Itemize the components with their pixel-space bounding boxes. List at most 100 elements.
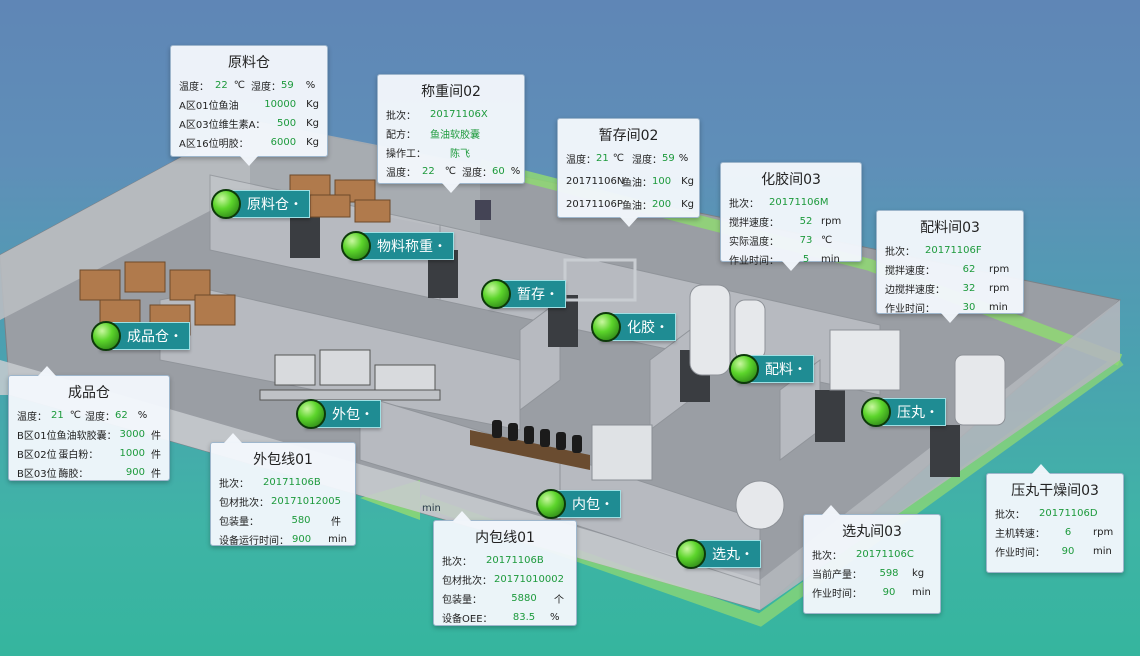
card-title: 暂存间02 bbox=[598, 128, 659, 144]
status-ball-icon bbox=[861, 397, 891, 427]
temp-value: 22 bbox=[215, 80, 228, 91]
card-title: 配料间03 bbox=[920, 220, 980, 236]
metric-value: 62 bbox=[962, 264, 976, 275]
room-tag-label: 内包 bbox=[572, 497, 600, 513]
metric-unit: min bbox=[912, 587, 931, 598]
metric-value: 20171010002 bbox=[494, 574, 564, 585]
item-qty: 100 bbox=[652, 176, 672, 187]
card-outer-packing-line: 外包线01 批次：20171106B 包材批次：20171012005 包装量：… bbox=[210, 433, 356, 547]
metric-label: 包装量： bbox=[442, 595, 482, 606]
metric-unit: rpm bbox=[821, 216, 842, 227]
slot-position: B区03位 bbox=[17, 469, 57, 480]
metric-value: 90 bbox=[882, 587, 896, 598]
metric-value: 900 bbox=[292, 534, 312, 545]
slot-unit: 件 bbox=[151, 431, 161, 442]
metric-value: 20171106B bbox=[486, 555, 544, 566]
slot-unit: Kg bbox=[306, 118, 319, 129]
slot-position: B区01位 bbox=[17, 431, 57, 442]
card-pointer bbox=[822, 505, 841, 515]
slot-unit: 件 bbox=[150, 469, 161, 480]
metric-label: 作业时间： bbox=[812, 589, 862, 600]
metric-label: 搅拌速度： bbox=[729, 218, 779, 229]
room-tag-inner[interactable]: 内包• bbox=[536, 489, 621, 519]
metric-value: 52 bbox=[799, 216, 813, 227]
humidity-unit: % bbox=[678, 153, 689, 164]
metric-value: 580 bbox=[291, 515, 311, 526]
room-tag-weigh[interactable]: 物料称重• bbox=[341, 231, 454, 261]
room-tag-label: 成品仓 bbox=[127, 329, 169, 345]
room-tag-label: 物料称重 bbox=[377, 239, 433, 255]
metric-label: 设备OEE： bbox=[442, 614, 493, 625]
slot-unit: 件 bbox=[150, 450, 161, 461]
card-inner-packing-line: 内包线01 批次：20171106B 包材批次：20171010002 包装量：… bbox=[433, 511, 577, 626]
slot-item: 蛋白粉： bbox=[58, 450, 99, 461]
slot-item: 明胶： bbox=[218, 139, 249, 150]
room-tag-outer[interactable]: 外包• bbox=[296, 399, 381, 429]
room-tag-raw[interactable]: 原料仓• bbox=[211, 189, 310, 219]
metric-value: 20171106C bbox=[856, 549, 914, 560]
recipe-label: 配方： bbox=[386, 130, 416, 141]
batch-label: 批次： bbox=[729, 199, 759, 210]
room-tag-label: 暂存 bbox=[517, 287, 545, 303]
temp-label: 温度： bbox=[179, 82, 209, 93]
metric-unit: min bbox=[989, 302, 1008, 313]
metric-value: 90 bbox=[1061, 546, 1075, 557]
status-ball-icon bbox=[536, 489, 566, 519]
status-ball-icon bbox=[591, 312, 621, 342]
metric-value: 83.5 bbox=[512, 612, 536, 623]
item-name: 鱼油： bbox=[622, 178, 652, 189]
temp-label: 温度： bbox=[566, 155, 596, 166]
temp-value: 21 bbox=[51, 410, 64, 421]
room-tag-press[interactable]: 压丸• bbox=[861, 397, 946, 427]
card-title: 选丸间03 bbox=[842, 524, 902, 540]
batch-value: 20171106X bbox=[430, 109, 488, 120]
status-ball-icon bbox=[676, 539, 706, 569]
metric-label: 作业时间： bbox=[995, 548, 1045, 559]
room-tag-label: 选丸 bbox=[712, 547, 740, 563]
metric-label: 包材批次： bbox=[442, 576, 492, 587]
humidity-unit: % bbox=[305, 80, 316, 91]
batch-label: 批次： bbox=[386, 111, 416, 122]
metric-label: 搅拌速度： bbox=[885, 266, 935, 277]
slot-item: 鱼油 bbox=[218, 101, 239, 112]
metric-unit: min bbox=[821, 254, 840, 265]
temp-unit: ℃ bbox=[444, 166, 456, 177]
metric-label: 设备运行时间： bbox=[219, 536, 289, 547]
slot-unit: Kg bbox=[306, 99, 319, 110]
metric-unit: 个 bbox=[554, 595, 564, 606]
card-title: 称重间02 bbox=[421, 84, 481, 100]
metric-label: 包材批次： bbox=[219, 498, 269, 509]
stray-min-label: min bbox=[422, 503, 441, 514]
slot-qty: 10000 bbox=[264, 99, 297, 110]
temp-label: 温度： bbox=[386, 168, 416, 179]
card-title: 原料仓 bbox=[228, 55, 270, 71]
room-tag-finished[interactable]: 成品仓• bbox=[91, 321, 190, 351]
metric-value: 20171106D bbox=[1039, 508, 1098, 519]
metric-value: 5 bbox=[802, 254, 810, 265]
metric-unit: min bbox=[328, 534, 347, 545]
humidity-label: 湿度： bbox=[461, 168, 492, 179]
room-tag-gel[interactable]: 化胶• bbox=[591, 312, 676, 342]
humidity-value: 60 bbox=[491, 166, 505, 177]
slot-qty: 900 bbox=[125, 467, 145, 478]
item-name: 鱼油： bbox=[622, 201, 652, 212]
metric-label: 边搅拌速度： bbox=[885, 285, 945, 296]
room-tag-temp[interactable]: 暂存• bbox=[481, 279, 566, 309]
room-tag-mix[interactable]: 配料• bbox=[729, 354, 814, 384]
recipe-value: 鱼油软胶囊 bbox=[430, 130, 480, 141]
temp-unit: ℃ bbox=[233, 80, 245, 91]
room-tag-select[interactable]: 选丸• bbox=[676, 539, 761, 569]
status-ball-icon bbox=[91, 321, 121, 351]
metric-value: 598 bbox=[879, 568, 899, 579]
metric-value: 5880 bbox=[511, 593, 537, 604]
temp-label: 温度： bbox=[17, 412, 47, 423]
batch-value: 20171106F bbox=[925, 245, 982, 256]
slot-position: B区02位 bbox=[17, 450, 57, 461]
temp-value: 21 bbox=[596, 153, 609, 164]
metric-label: 作业时间： bbox=[729, 256, 779, 267]
card-title: 化胶间03 bbox=[761, 172, 821, 188]
metric-label: 批次： bbox=[442, 557, 472, 568]
